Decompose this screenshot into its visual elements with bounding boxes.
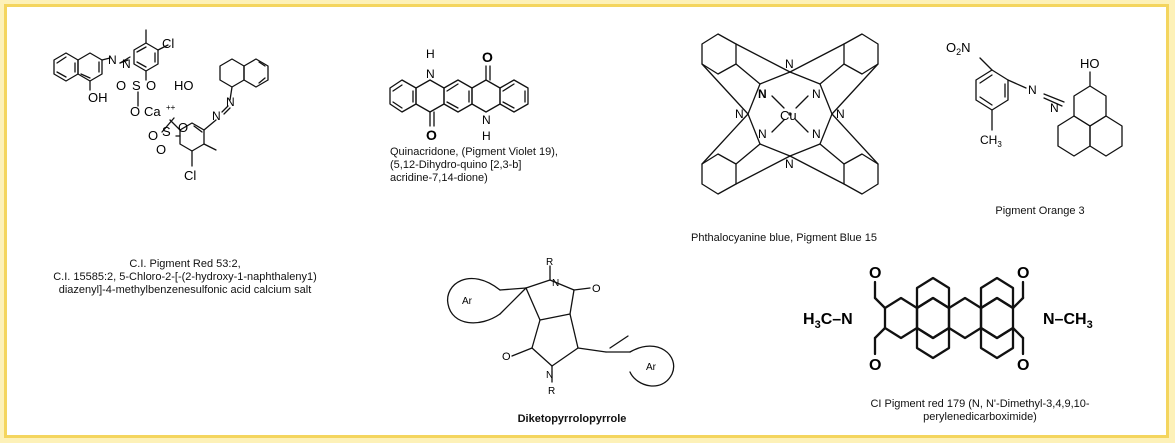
quin-o-bottom: O xyxy=(426,127,437,143)
pr53-n-d: N xyxy=(212,109,221,123)
quin-o-top: O xyxy=(482,49,493,65)
figure-panel xyxy=(4,4,1169,438)
pc-cu: Cu xyxy=(780,108,797,123)
quin-h-top: H xyxy=(426,47,435,61)
po3-n2: N xyxy=(1050,101,1059,115)
pc-n-6: N xyxy=(812,87,821,101)
pr179-h3c-n: H3C–N xyxy=(803,311,853,331)
dpp-r-bottom: R xyxy=(548,386,555,397)
pr53-o3: O xyxy=(178,120,188,135)
pigment-red-179-structure: H3C–N N–CH3 O O O O xyxy=(803,265,1093,374)
dpp-n-bottom: N xyxy=(546,370,553,381)
dpp-o-top: O xyxy=(592,283,601,295)
po3-n1: N xyxy=(1028,83,1037,97)
pigment-orange-3-structure: O2N HO N N CH3 xyxy=(946,40,1123,157)
diketopyrrolopyrrole-structure: Ar Ar R N O O N R xyxy=(447,257,675,397)
pr53-o-minus-1: O xyxy=(130,104,140,119)
diketopyrrolopyrrole-caption: Diketopyrrolopyrrole xyxy=(517,413,627,425)
quinacridone-caption: Quinacridone, (Pigment Violet 19), (5,12… xyxy=(390,146,630,185)
pr53-s1: S xyxy=(132,78,141,93)
pr179-caption-line-2: perylenedicarboximide) xyxy=(923,411,1037,423)
pc-n-8: N xyxy=(812,127,821,141)
po3-o2n: O2N xyxy=(946,40,971,57)
dpp-ar-1: Ar xyxy=(462,296,473,307)
pr179-o-1: O xyxy=(869,265,881,282)
pr53-n-c: N xyxy=(226,95,235,109)
pr53-caption-line-3: diazenyl]-4-methylbenzenesulfonic acid c… xyxy=(58,284,312,296)
po3-ho: HO xyxy=(1080,56,1100,71)
pr53-o1: O xyxy=(116,78,126,93)
pr179-caption-line-1: CI Pigment red 179 (N, N'-Dimethyl-3,4,9… xyxy=(870,398,1090,410)
pr53-oh: OH xyxy=(88,90,108,105)
pr53-o4: O xyxy=(156,142,166,157)
quin-n-bottom: N xyxy=(482,113,491,127)
pr53-caption-line-1: C.I. Pigment Red 53:2, xyxy=(129,258,241,270)
pr53-cl2: Cl xyxy=(184,168,196,183)
dpp-ar-2: Ar xyxy=(646,362,657,373)
phthalocyanine-caption: Phthalocyanine blue, Pigment Blue 15 xyxy=(691,232,877,244)
pigment-red-53-2-structure: Cl N N OH O S O O HO Ca ++ N N O S O O C… xyxy=(53,29,269,183)
pr53-n-b: N xyxy=(122,57,131,71)
pr179-n-ch3: N–CH3 xyxy=(1043,311,1093,331)
pc-n-1: N xyxy=(785,57,794,71)
pr53-ho: HO xyxy=(174,78,194,93)
phthalocyanine-structure: Cu N N N N N N N N xyxy=(701,33,879,195)
pc-n-3: N xyxy=(735,107,744,121)
pigment-red-179-caption: CI Pigment red 179 (N, N'-Dimethyl-3,4,9… xyxy=(830,398,1130,424)
pigment-orange-3-caption: Pigment Orange 3 xyxy=(995,205,1085,217)
pr179-o-4: O xyxy=(1017,357,1029,374)
po3-ch3: CH3 xyxy=(980,133,1002,149)
quin-caption-line-1: Quinacridone, (Pigment Violet 19), xyxy=(390,146,558,158)
pc-n-5: N xyxy=(758,87,767,101)
pr53-o-minus-2: O xyxy=(148,128,158,143)
pr179-o-3: O xyxy=(1017,265,1029,282)
dpp-o-bottom: O xyxy=(502,351,511,363)
pr53-ca-charge: ++ xyxy=(166,103,176,112)
quin-caption-line-3: acridine-7,14-dione) xyxy=(390,172,488,184)
quin-h-bottom: H xyxy=(482,129,491,143)
pr179-o-2: O xyxy=(869,357,881,374)
quinacridone-structure: H N O O N H xyxy=(389,47,529,143)
pc-n-4: N xyxy=(836,107,845,121)
pc-n-2: N xyxy=(785,157,794,171)
dpp-n-top: N xyxy=(552,278,559,289)
pc-n-7: N xyxy=(758,127,767,141)
pigment-red-53-2-caption: C.I. Pigment Red 53:2, C.I. 15585:2, 5-C… xyxy=(20,258,350,297)
dpp-r-top: R xyxy=(546,257,553,268)
pr53-o2: O xyxy=(146,78,156,93)
pr53-s2: S xyxy=(162,124,171,139)
pr53-n-a: N xyxy=(108,53,117,67)
pr53-caption-line-2: C.I. 15585:2, 5-Chloro-2-[-(2-hydroxy-1-… xyxy=(53,271,317,283)
quin-n-top: N xyxy=(426,67,435,81)
pr53-cl1: Cl xyxy=(162,36,174,51)
quin-caption-line-2: (5,12-Dihydro-quino [2,3-b] xyxy=(390,159,522,171)
pr53-ca: Ca xyxy=(144,104,161,119)
